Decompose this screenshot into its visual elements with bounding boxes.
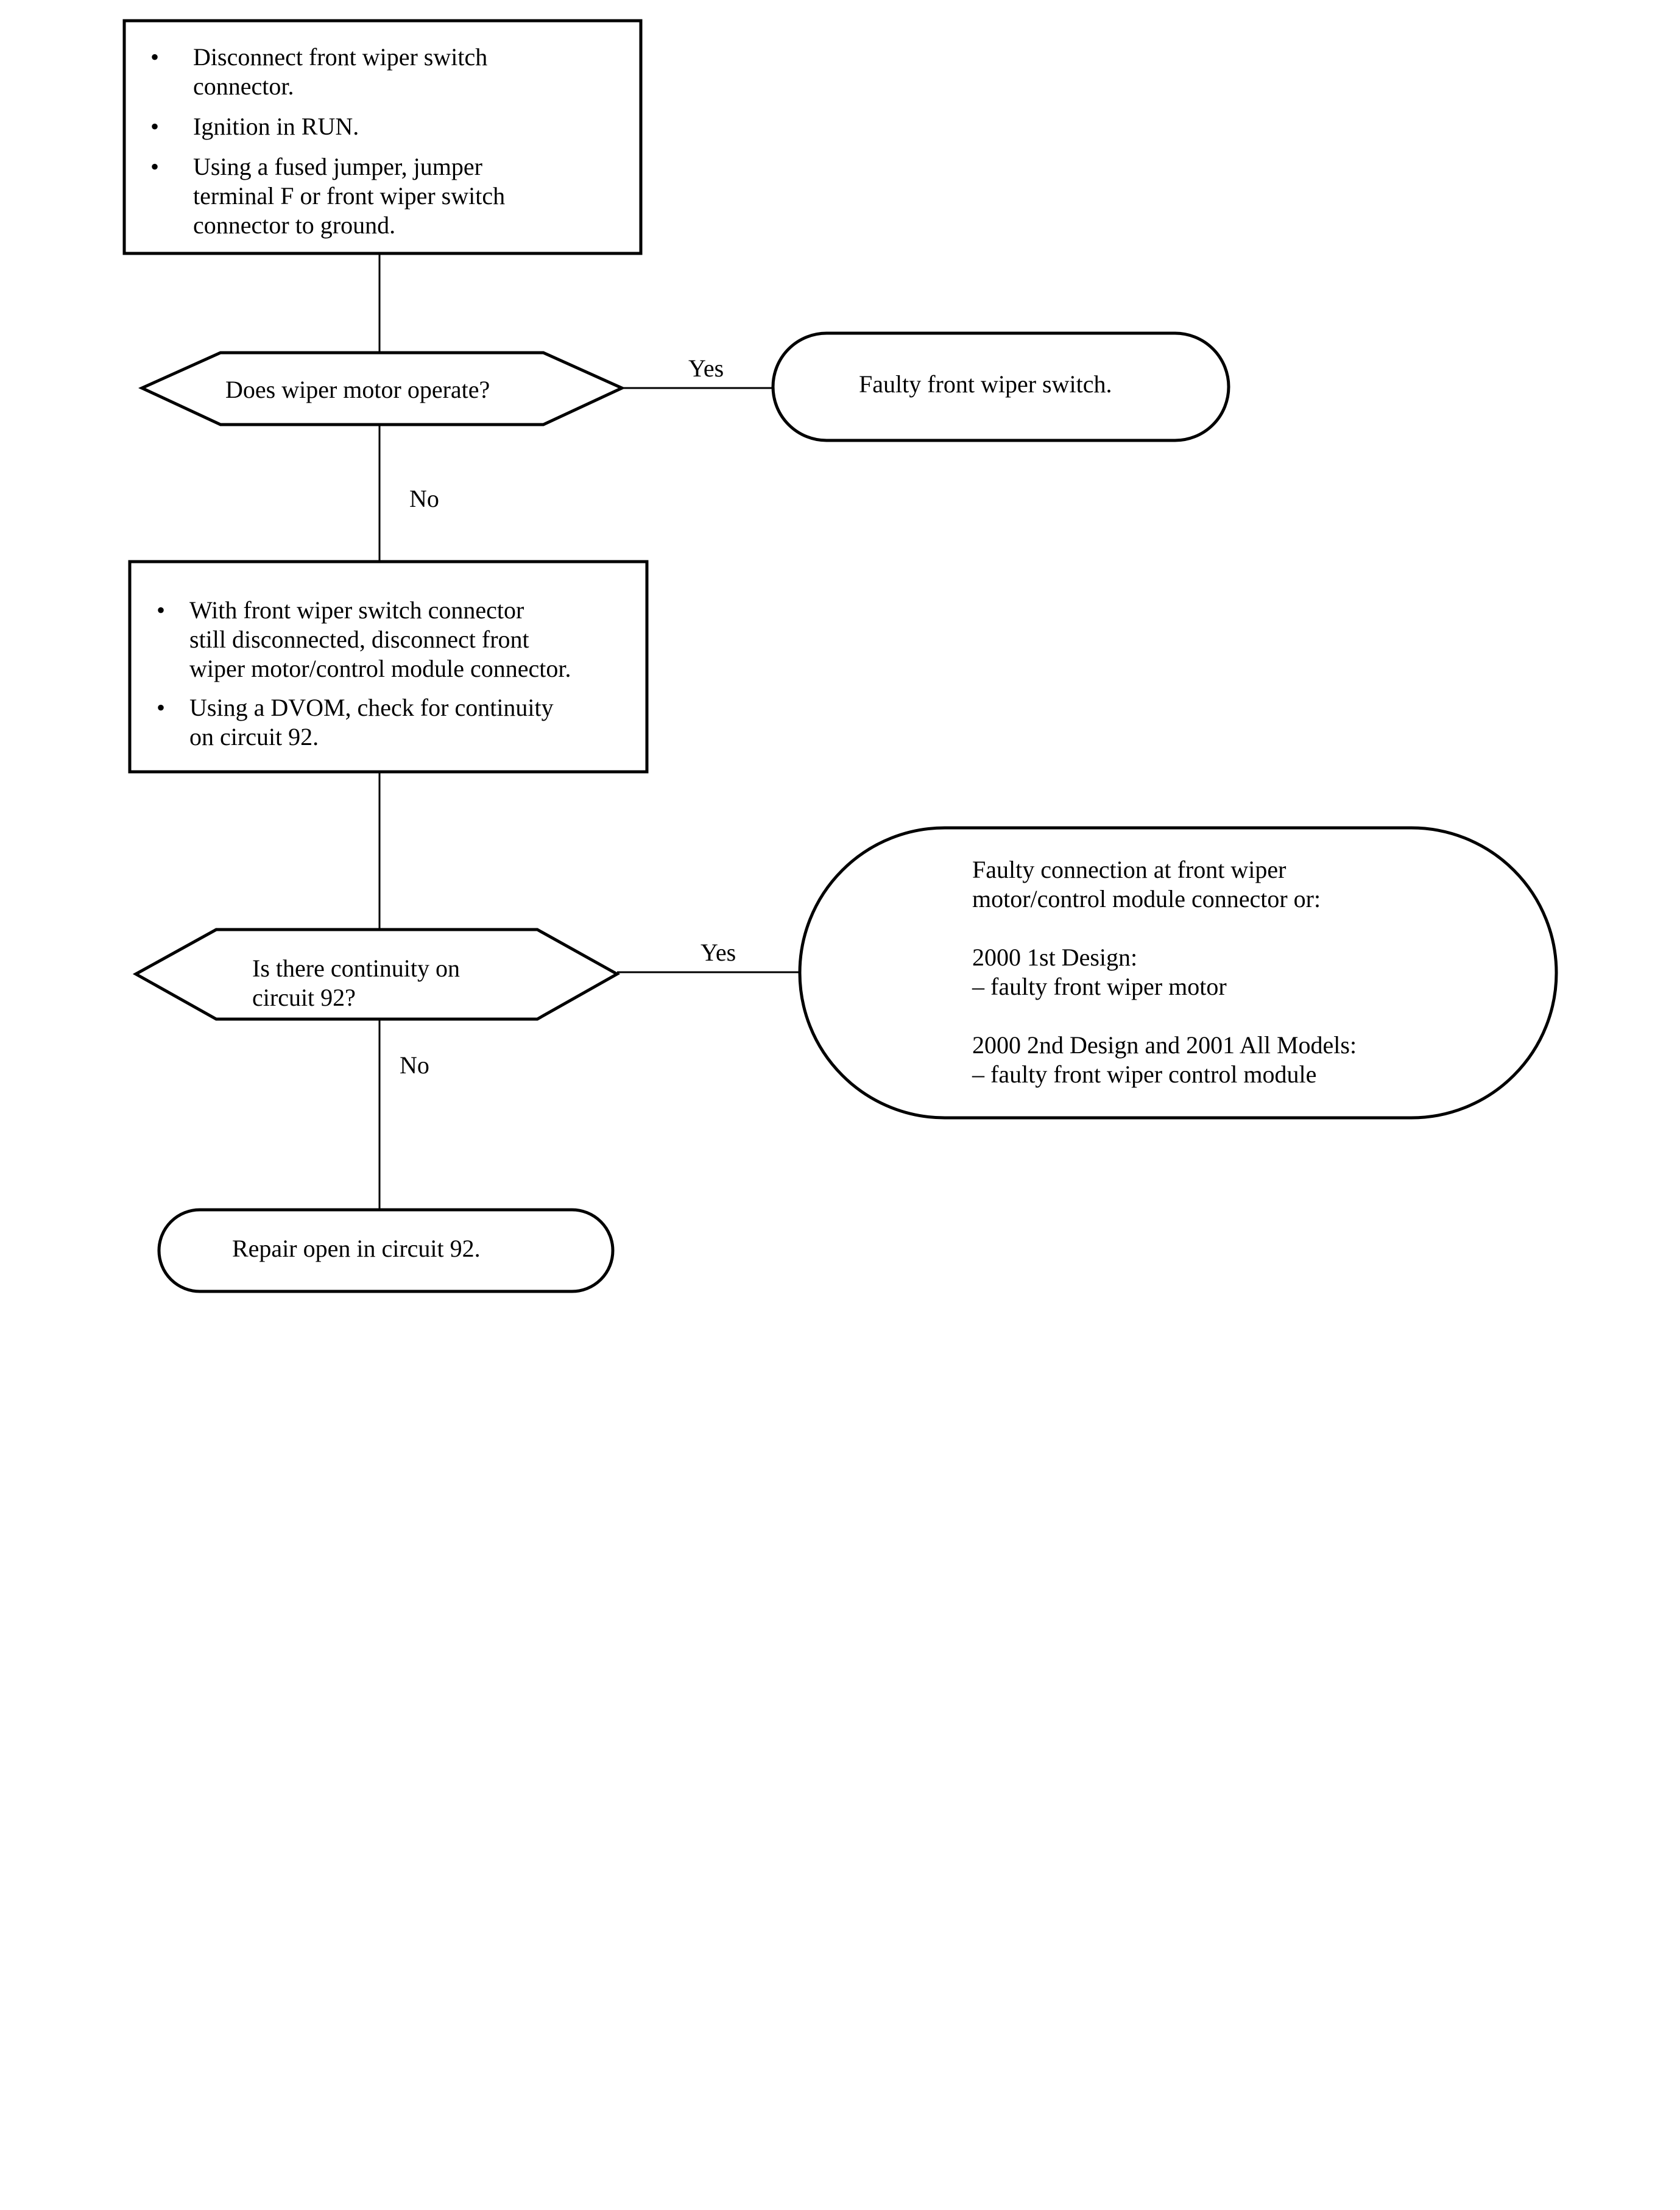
result2-terminator xyxy=(798,826,1558,1120)
result3-terminator xyxy=(157,1208,615,1293)
step2-instructions: With front wiper switch connector still … xyxy=(131,596,643,761)
decision2-question: Is there continuity on circuit 92? xyxy=(252,955,461,1011)
decision2-yes-label: Yes xyxy=(701,939,736,966)
result3-text: Repair open in circuit 92. xyxy=(232,1235,481,1262)
step2-item-text: With front wiper switch connector still … xyxy=(189,596,571,682)
result1-text: Faulty front wiper switch. xyxy=(859,370,1112,398)
decision1-yes-label: Yes xyxy=(688,355,724,382)
result2-line: Faulty connection at front wiper xyxy=(972,856,1286,883)
step1-item-text: Using a fused jumper, jumper terminal F … xyxy=(193,153,506,239)
result1-terminator xyxy=(771,331,1230,442)
decision2-diamond xyxy=(132,928,621,1021)
result2-line xyxy=(972,914,1357,943)
decision1-diamond xyxy=(138,351,626,426)
result2-line: 2000 2nd Design and 2001 All Models: xyxy=(972,1031,1357,1059)
step1-item-text: Disconnect front wiper switch connector. xyxy=(193,43,488,100)
decision1-question: Does wiper motor operate? xyxy=(225,376,490,403)
result2-line: – faulty front wiper motor xyxy=(972,973,1227,1000)
step1-item: Disconnect front wiper switch connector. xyxy=(129,43,634,101)
result2-line xyxy=(972,1001,1357,1031)
result2-text: Faulty connection at front wiper motor/c… xyxy=(972,855,1357,1089)
step1-item: Using a fused jumper, jumper terminal F … xyxy=(129,152,634,240)
decision2-no-label: No xyxy=(400,1051,429,1079)
step1-item: Ignition in RUN. xyxy=(129,112,634,141)
step1-item-text: Ignition in RUN. xyxy=(193,113,359,140)
result2-line: motor/control module connector or: xyxy=(972,885,1321,913)
decision1-no-label: No xyxy=(409,485,439,512)
step2-item: Using a DVOM, check for continuity on ci… xyxy=(131,693,643,752)
step2-item: With front wiper switch connector still … xyxy=(131,596,643,683)
result2-line: 2000 1st Design: xyxy=(972,944,1138,971)
result2-line: – faulty front wiper control module xyxy=(972,1061,1317,1088)
step1-instructions: Disconnect front wiper switch connector.… xyxy=(129,43,634,251)
step2-item-text: Using a DVOM, check for continuity on ci… xyxy=(189,694,554,750)
